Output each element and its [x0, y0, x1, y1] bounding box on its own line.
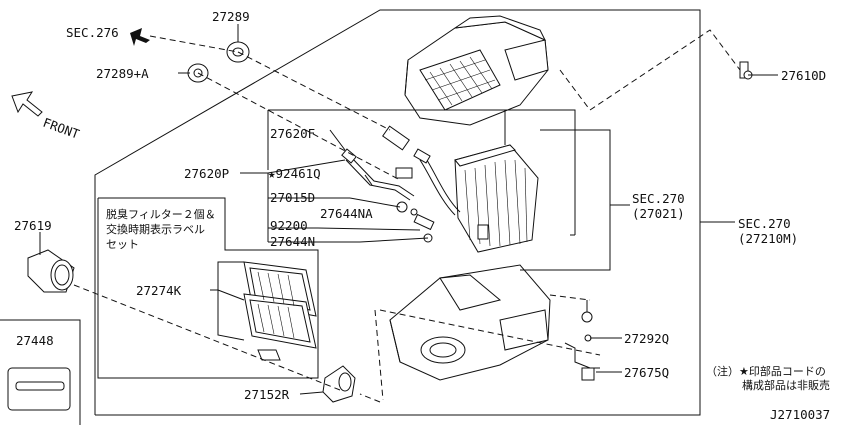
label-27610d: 27610D: [781, 68, 826, 83]
label-plate-27448[interactable]: [7, 367, 71, 411]
label-27292q: 27292Q: [624, 331, 669, 346]
footnote-line1: （注）★印部品コードの: [706, 364, 826, 378]
lower-case[interactable]: [389, 264, 551, 381]
label-27675q: 27675Q: [624, 365, 669, 380]
duct-27619[interactable]: [27, 249, 75, 293]
label-27620p: 27620P: [184, 166, 229, 181]
screw-27292q[interactable]: [581, 300, 593, 342]
refrigerant-pipes[interactable]: [341, 125, 489, 243]
label-27448: 27448: [16, 333, 54, 348]
reference-lines: [73, 29, 741, 403]
diagram-code: J2710037: [770, 407, 830, 422]
label-sec270-b: SEC.270: [738, 216, 791, 231]
bracket-27675q[interactable]: [564, 342, 600, 381]
label-27644n: 27644N: [270, 234, 315, 249]
label-27619: 27619: [14, 218, 52, 233]
label-27015d: 27015D: [270, 190, 315, 205]
label-27289: 27289: [212, 9, 250, 24]
filter-frame: [97, 197, 319, 379]
label-sec270-a-sub: (27021): [632, 206, 685, 221]
label-sec270-b-sub: (27210M): [738, 231, 798, 246]
label-92461q: ★92461Q: [268, 166, 321, 181]
evaporator-core[interactable]: [454, 144, 539, 253]
filter-27274k[interactable]: [243, 261, 317, 361]
front-arrow-icon: [11, 91, 43, 117]
label-box-27448: [0, 319, 81, 425]
label-27289a: 27289+A: [96, 66, 149, 81]
filter-note-line1: 脱臭フィルター２個＆: [106, 207, 216, 221]
footnote-line2: 構成部品は非販売: [742, 378, 830, 392]
filter-note-line2: 交換時期表示ラベル: [106, 222, 205, 236]
label-sec270-a: SEC.270: [632, 191, 685, 206]
label-27620f: 27620F: [270, 126, 315, 141]
label-27152r: 27152R: [244, 387, 290, 402]
sec276-arrow: [130, 28, 150, 46]
label-sec276: SEC.276: [66, 25, 119, 40]
leader-lines: [39, 24, 778, 395]
label-27644na: 27644NA: [320, 206, 373, 221]
blower-unit[interactable]: [404, 15, 549, 126]
main-frame: [94, 9, 701, 416]
filter-note-line3: セット: [106, 238, 139, 251]
motor-27152r[interactable]: [322, 365, 356, 403]
label-92200: 92200: [270, 218, 308, 233]
label-front: FRONT: [41, 115, 82, 142]
screw-27610d[interactable]: [739, 61, 753, 80]
label-27274k: 27274K: [136, 283, 182, 298]
